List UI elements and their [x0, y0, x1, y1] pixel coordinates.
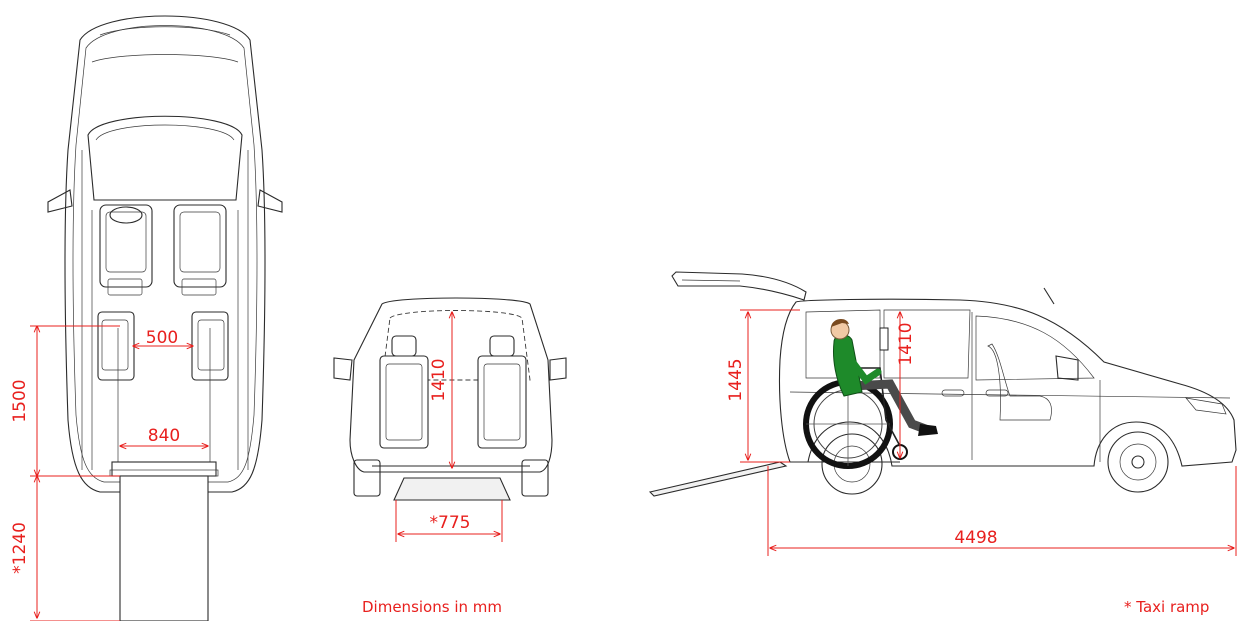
top-view-dimensions: 500 840 1500 *1240: [10, 326, 208, 621]
side-view-dimensions: 1445 1410 4498: [726, 309, 1237, 556]
dim-side-interior-height: 1410: [896, 322, 916, 365]
top-view-vehicle: [47, 15, 283, 621]
dim-door-width: 840: [148, 426, 180, 446]
rear-view-dimensions: 1410 *775: [395, 312, 503, 542]
dim-rear-interior-height: 1410: [429, 358, 449, 401]
dim-ramp-length: *1240: [10, 522, 30, 574]
taxi-ramp-note: * Taxi ramp: [1124, 598, 1209, 616]
side-view-vehicle: [648, 271, 1237, 497]
units-note: Dimensions in mm: [362, 598, 502, 616]
dim-door-height: 1445: [726, 358, 746, 401]
dim-ramp-width: *775: [430, 513, 471, 533]
dim-interior-length: 1500: [10, 379, 30, 422]
dim-interior-width: 500: [146, 328, 178, 348]
dim-overall-length: 4498: [954, 528, 997, 548]
rear-view-vehicle: [333, 297, 567, 501]
